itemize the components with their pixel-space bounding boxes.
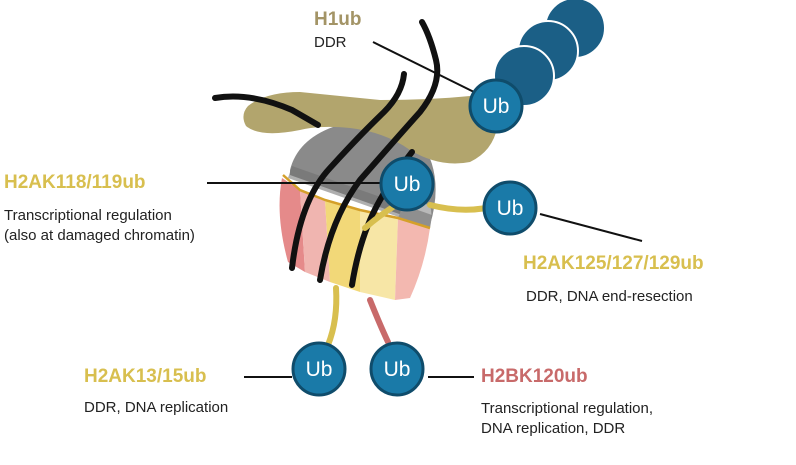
ubiquitin-circle-icon xyxy=(369,341,425,397)
site-h2ak13-name: H2AK13/15ub xyxy=(84,366,207,387)
ub-h2ak125: Ub xyxy=(482,180,538,236)
site-h2ak125-description: DDR, DNA end-resection xyxy=(526,288,693,305)
h1-bead-chain xyxy=(493,0,606,107)
ubiquitin-circle-icon xyxy=(468,78,524,134)
ub-h1: Ub xyxy=(468,78,524,134)
site-h2ak13-description: DDR, DNA replication xyxy=(84,399,229,416)
site-h2bk120-description-line-1: Transcriptional regulation, xyxy=(481,400,654,417)
ub-h2ak13: Ub xyxy=(291,341,347,397)
site-h2bk120-description-line-2: DNA replication, DDR xyxy=(481,420,626,437)
site-h2ak118-description-line-1: Transcriptional regulation xyxy=(4,207,172,224)
ub-h2bk120: Ub xyxy=(369,341,425,397)
svg-text:Ub: Ub xyxy=(394,173,421,196)
site-h2ak118-description-line-2: (also at damaged chromatin) xyxy=(4,227,195,244)
svg-text:Ub: Ub xyxy=(384,358,411,381)
site-h1-name: H1ub xyxy=(314,9,362,30)
svg-text:Ub: Ub xyxy=(483,95,510,118)
site-h1-description: DDR xyxy=(314,34,347,51)
site-h2ak125-name: H2AK125/127/129ub xyxy=(523,253,704,274)
svg-text:Ub: Ub xyxy=(497,197,524,220)
ub-h2ak118: Ub xyxy=(379,156,435,212)
ubiquitin-circle-icon xyxy=(379,156,435,212)
site-h2ak118-name: H2AK118/119ub xyxy=(4,172,146,193)
ubiquitin-circle-icon xyxy=(291,341,347,397)
svg-text:Ub: Ub xyxy=(306,358,333,381)
connector-lines xyxy=(207,41,643,378)
ubiquitin-circle-icon xyxy=(482,180,538,236)
site-h2bk120-name: H2BK120ub xyxy=(481,366,588,387)
